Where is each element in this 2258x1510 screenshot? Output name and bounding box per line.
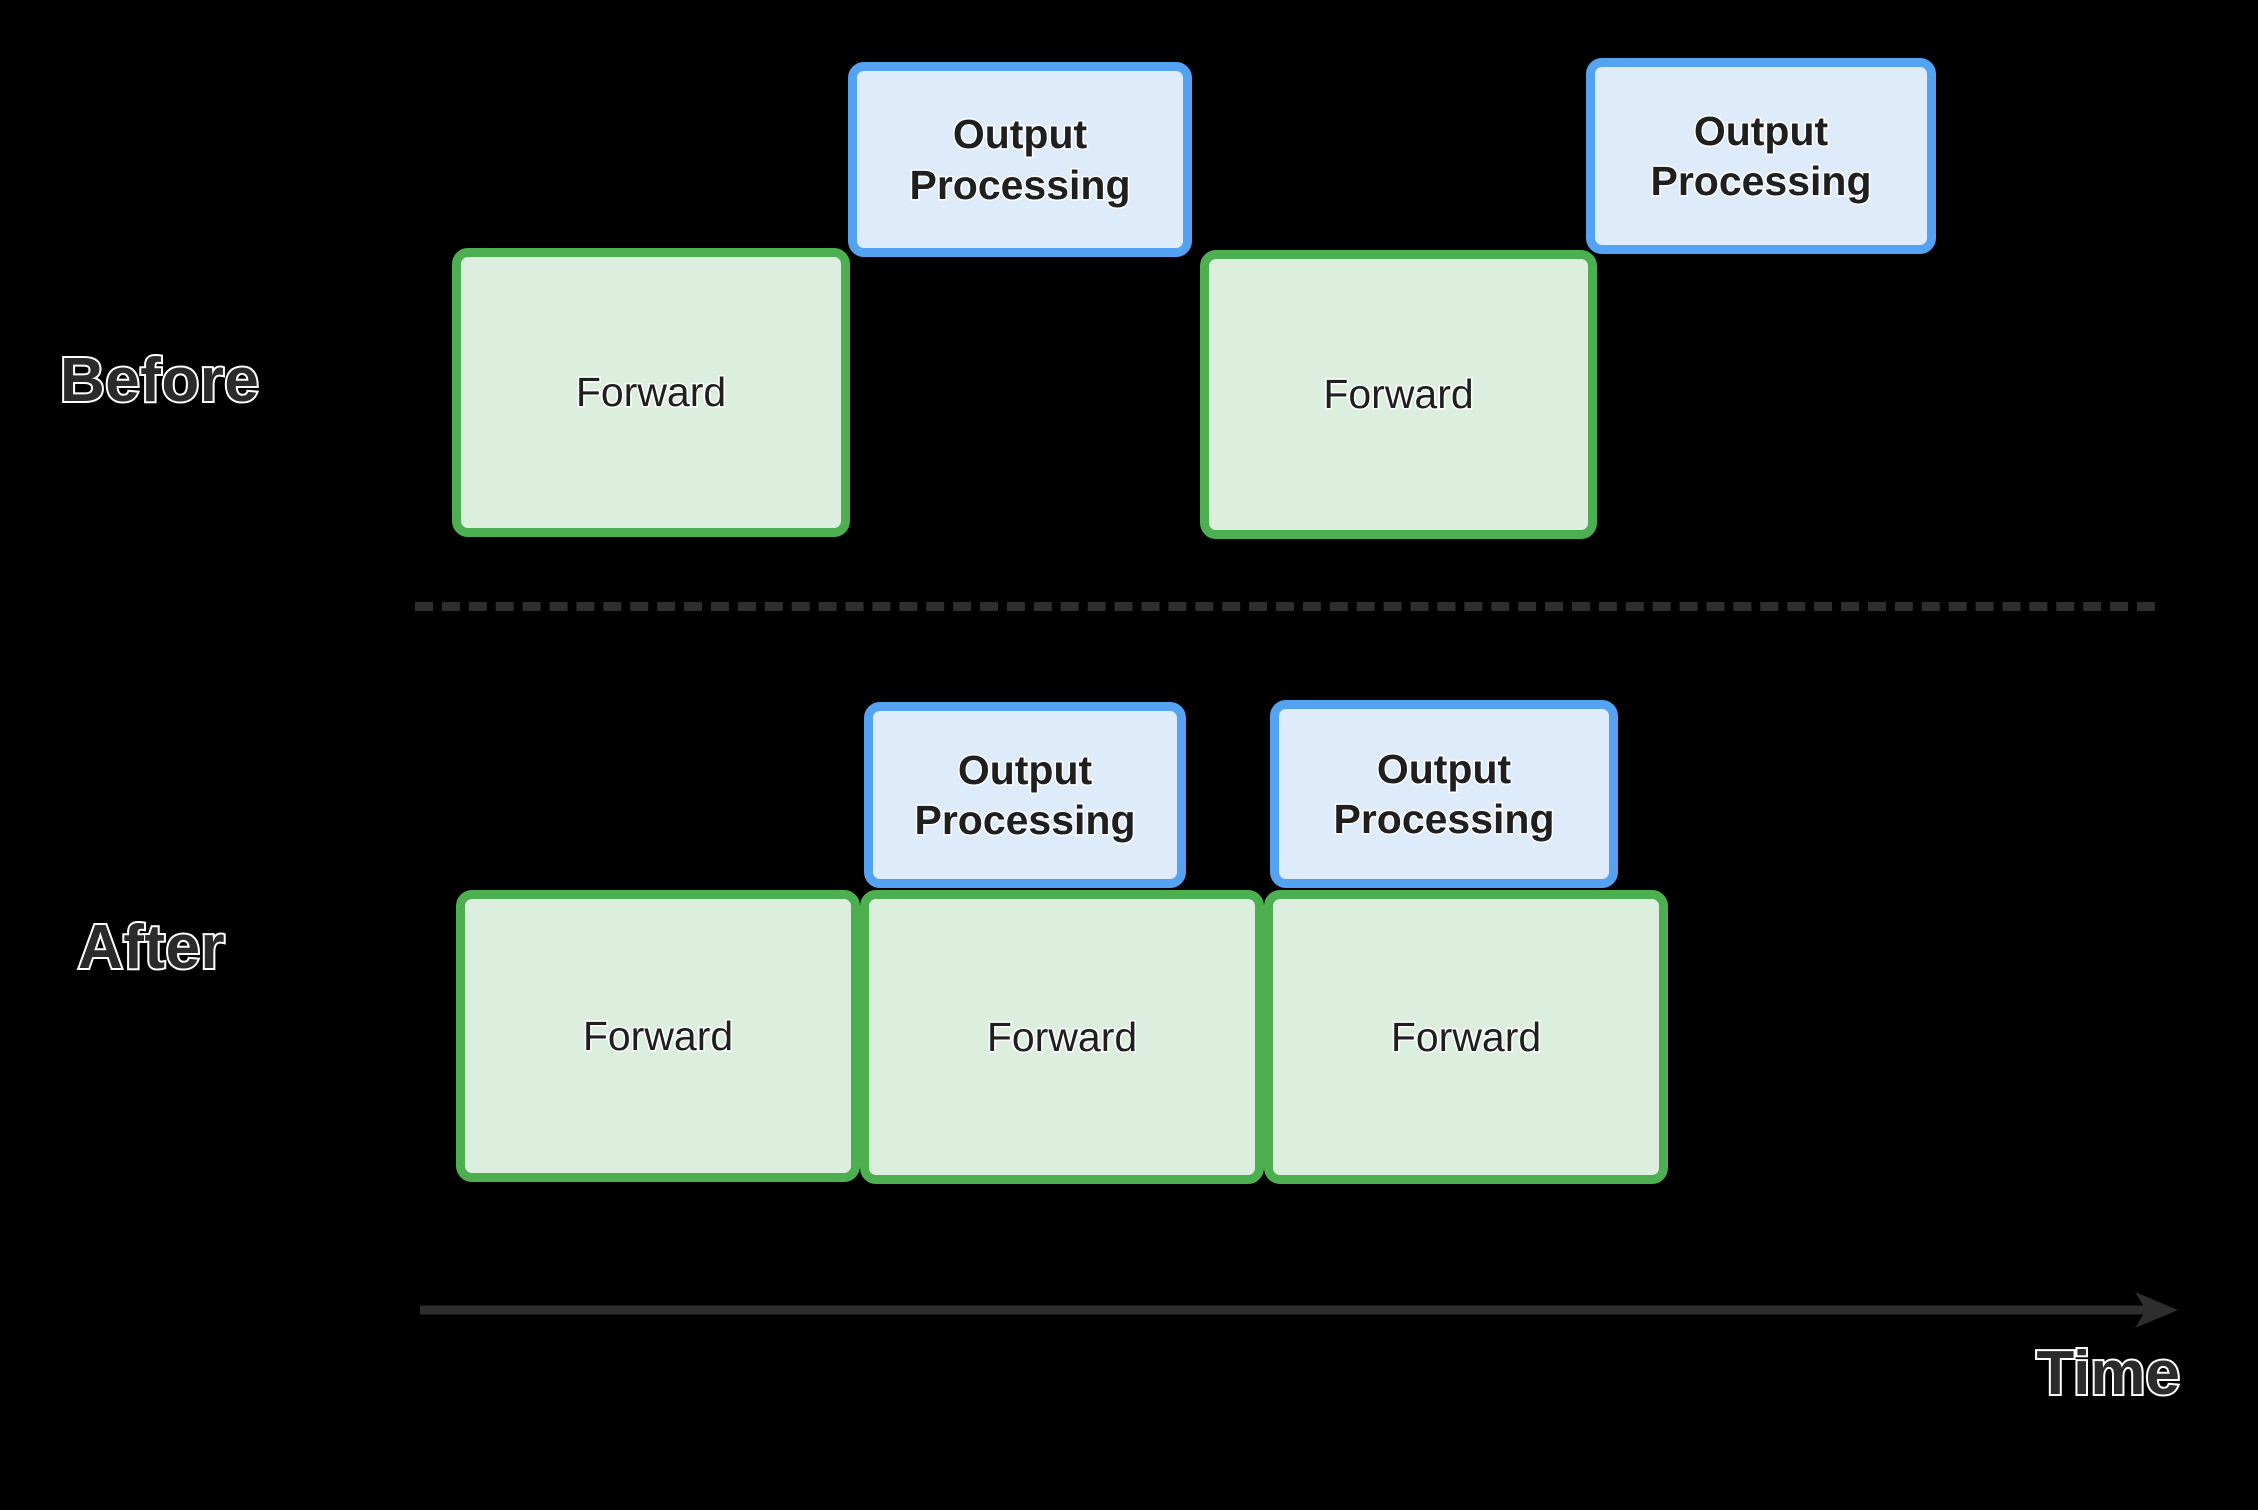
time-axis-label: Time (2034, 1337, 2182, 1410)
output-processing-block: Output Processing (1270, 700, 1618, 888)
block-label: Forward (574, 368, 727, 417)
forward-block: Forward (456, 890, 860, 1182)
section-divider (415, 602, 2155, 611)
output-processing-block: Output Processing (864, 702, 1186, 888)
forward-block: Forward (452, 248, 850, 537)
forward-block: Forward (860, 890, 1264, 1184)
forward-block: Forward (1264, 890, 1668, 1184)
forward-block: Forward (1200, 250, 1597, 539)
block-label: Forward (1389, 1012, 1542, 1061)
block-label: Output Processing (1649, 106, 1873, 205)
block-label: Forward (1322, 370, 1475, 419)
section-label-before: Before (58, 344, 261, 417)
block-label: Forward (581, 1011, 734, 1060)
section-label-after: After (76, 911, 227, 984)
block-label: Output Processing (1332, 744, 1556, 843)
block-label: Output Processing (908, 110, 1132, 209)
block-label: Output Processing (913, 745, 1137, 844)
block-label: Forward (985, 1012, 1138, 1061)
time-axis (420, 1290, 2180, 1330)
output-processing-block: Output Processing (1586, 58, 1936, 254)
output-processing-block: Output Processing (848, 62, 1192, 257)
